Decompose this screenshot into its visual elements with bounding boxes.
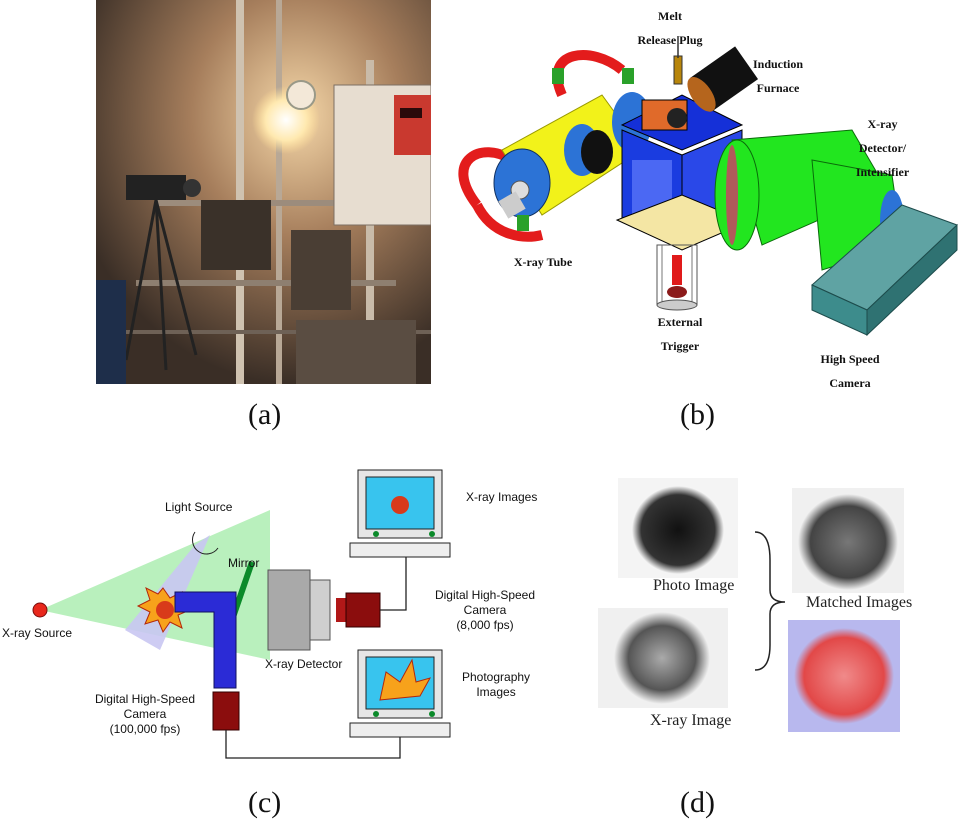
mirror-label: Mirror: [228, 556, 260, 570]
cam100k-line2: Camera: [123, 707, 167, 721]
caption-b: (b): [680, 398, 715, 431]
xray-tube-label: X-ray Tube: [513, 255, 573, 269]
camera-8000-label: Digital High-Speed Camera (8,000 fps): [420, 588, 550, 633]
xray-detector-label: X-ray Detector/ Intensifier: [840, 112, 925, 184]
melt-label-line1: Melt: [658, 9, 682, 23]
xray-detector-c-label: X-ray Detector: [265, 657, 343, 671]
detector-label-line2: Detector/: [858, 141, 907, 155]
photography-line2: Images: [476, 685, 516, 699]
induction-label-line2: Furnace: [756, 81, 800, 95]
induction-furnace-label: Induction Furnace: [738, 52, 818, 100]
detector-label-line3: Intensifier: [855, 165, 910, 179]
xray-source-label: X-ray Source: [2, 626, 73, 640]
caption-a: (a): [248, 398, 282, 431]
trigger-label-line2: Trigger: [660, 339, 700, 353]
melt-label-line2: Release Plug: [637, 33, 703, 47]
photography-images-label: Photography Images: [462, 670, 530, 700]
cam8000-line1: Digital High-Speed: [434, 588, 536, 602]
detector-label-line1: X-ray: [867, 117, 898, 131]
external-trigger-label: External Trigger: [640, 310, 720, 358]
lab-photo: [96, 0, 431, 384]
lab-photo-graphic: [96, 0, 431, 384]
induction-label-line1: Induction: [752, 57, 804, 71]
camera-label-line1: High Speed: [820, 352, 880, 366]
camera-label-line2: Camera: [829, 376, 871, 390]
trigger-label-line1: External: [657, 315, 703, 329]
apparatus-graphic: [458, 36, 958, 337]
apparatus-3d: [432, 0, 962, 400]
melt-release-plug-label: Melt Release Plug: [625, 4, 715, 52]
schematic-diagram: [0, 460, 560, 780]
caption-d: (d): [680, 786, 715, 819]
xray-images-label: X-ray Images: [466, 490, 538, 504]
photo-image-label: Photo Image: [653, 577, 735, 594]
caption-c: (c): [248, 786, 282, 819]
cam8000-line3: (8,000 fps): [456, 618, 514, 632]
schematic-graphic: [32, 469, 451, 759]
cam100k-line1: Digital High-Speed: [94, 692, 196, 706]
photography-line1: Photography: [462, 670, 531, 684]
cam100k-line3: (100,000 fps): [109, 722, 181, 736]
image-comparison: [590, 470, 962, 770]
image-comparison-graphic: [598, 478, 904, 732]
camera-100000-label: Digital High-Speed Camera (100,000 fps): [80, 692, 210, 737]
matched-images-label: Matched Images: [806, 594, 913, 611]
xray-image-label: X-ray Image: [650, 712, 732, 729]
high-speed-camera-label: High Speed Camera: [805, 347, 895, 395]
light-source-label: Light Source: [165, 500, 233, 514]
cam8000-line2: Camera: [463, 603, 507, 617]
